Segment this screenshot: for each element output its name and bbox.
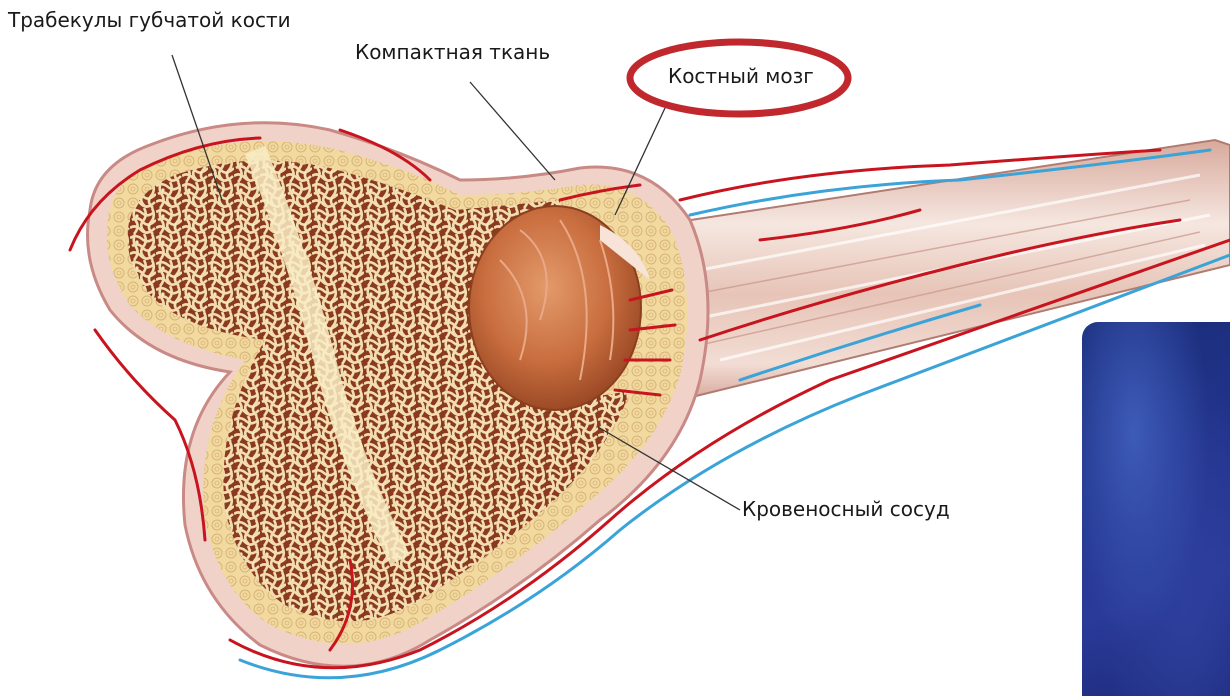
label-compact-tissue: Компактная ткань bbox=[355, 40, 550, 64]
label-bone-marrow: Костный мозг bbox=[668, 64, 814, 88]
label-trabeculae: Трабекулы губчатой кости bbox=[8, 8, 291, 32]
blue-panel-image bbox=[1082, 322, 1230, 696]
label-blood-vessel: Кровеносный сосуд bbox=[742, 497, 950, 521]
